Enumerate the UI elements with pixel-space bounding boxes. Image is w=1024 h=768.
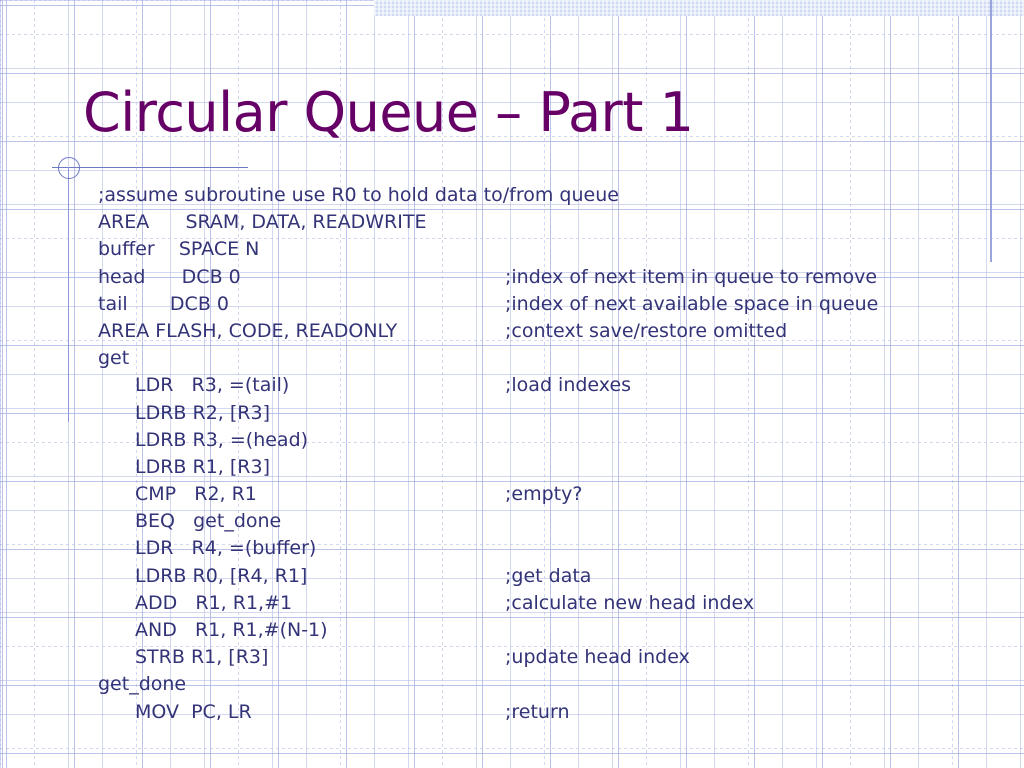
code-line-text: LDR R4, =(buffer) — [135, 537, 317, 560]
code-line-comment: ;update head index — [505, 646, 690, 669]
title-underline-rule — [52, 167, 248, 168]
code-line-text: MOV PC, LR — [135, 700, 252, 723]
code-line-text: LDRB R0, [R4, R1] — [135, 564, 308, 587]
circle-decoration-icon — [58, 157, 80, 179]
title-vertical-stem — [68, 167, 69, 422]
code-line-comment: ;calculate new head index — [505, 591, 755, 614]
code-line-text: LDRB R2, [R3] — [135, 401, 270, 424]
code-line-text: head DCB 0 — [98, 265, 241, 288]
code-line: LDRB R2, [R3] — [98, 400, 998, 427]
code-line-text: ;assume subroutine use R0 to hold data t… — [98, 184, 619, 206]
top-decorative-band — [374, 0, 1024, 16]
code-line: LDR R4, =(buffer) — [98, 535, 998, 562]
code-line-comment: ;return — [505, 700, 570, 723]
code-line-text: STRB R1, [R3] — [135, 646, 269, 669]
right-vertical-rule — [990, 0, 992, 262]
code-line-text: get_done — [98, 673, 187, 696]
code-line: head DCB 0 ;index of next item in queue t… — [98, 264, 998, 291]
code-line: AND R1, R1,#(N-1) — [98, 617, 998, 644]
code-line: get_done — [98, 671, 998, 698]
code-line: tail DCB 0 ;index of next available space… — [98, 291, 998, 318]
code-line-comment: ;context save/restore omitted — [505, 319, 788, 342]
code-line: get — [98, 345, 998, 372]
code-line-text: buffer SPACE N — [98, 238, 260, 261]
code-line-comment: ;get data — [505, 564, 592, 587]
code-line-text: ADD R1, R1,#1 — [135, 591, 293, 614]
code-line-comment: ;load indexes — [505, 374, 632, 397]
code-line-text: LDRB R3, =(head) — [135, 428, 309, 451]
code-line-text: get — [98, 347, 130, 370]
code-line: AREA SRAM, DATA, READWRITE — [98, 209, 998, 236]
code-line-text: LDRB R1, [R3] — [135, 455, 270, 478]
code-line-comment: ;empty? — [505, 483, 583, 506]
code-line-comment: ;index of next available space in queue — [505, 292, 879, 315]
code-line: LDRB R1, [R3] — [98, 454, 998, 481]
code-line: LDRB R3, =(head) — [98, 427, 998, 454]
code-line: BEQ get_done — [98, 508, 998, 535]
code-line: LDR R3, =(tail) ;load indexes — [98, 372, 998, 399]
code-line: STRB R1, [R3] ;update head index — [98, 644, 998, 671]
code-line-text: AND R1, R1,#(N-1) — [135, 619, 328, 641]
code-line: LDRB R0, [R4, R1] ;get data — [98, 563, 998, 590]
code-line: CMP R2, R1 ;empty? — [98, 481, 998, 508]
code-line: AREA FLASH, CODE, READONLY ;context save/… — [98, 318, 998, 345]
code-line-text: AREA FLASH, CODE, READONLY — [98, 319, 398, 342]
code-line-comment: ;index of next item in queue to remove — [505, 265, 878, 288]
code-line: ADD R1, R1,#1 ;calculate new head index — [98, 590, 998, 617]
page-title: Circular Queue – Part 1 — [83, 81, 694, 144]
code-line-text: LDR R3, =(tail) — [135, 374, 290, 397]
code-line-text: CMP R2, R1 — [135, 483, 257, 506]
code-line-text: tail DCB 0 — [98, 292, 229, 315]
code-line: MOV PC, LR ;return — [98, 699, 998, 726]
code-line: ;assume subroutine use R0 to hold data t… — [98, 182, 998, 209]
assembly-code-block: ;assume subroutine use R0 to hold data t… — [98, 182, 998, 726]
code-line-text: BEQ get_done — [135, 510, 282, 533]
code-line-text: AREA SRAM, DATA, READWRITE — [98, 211, 427, 234]
code-line: buffer SPACE N — [98, 236, 998, 263]
